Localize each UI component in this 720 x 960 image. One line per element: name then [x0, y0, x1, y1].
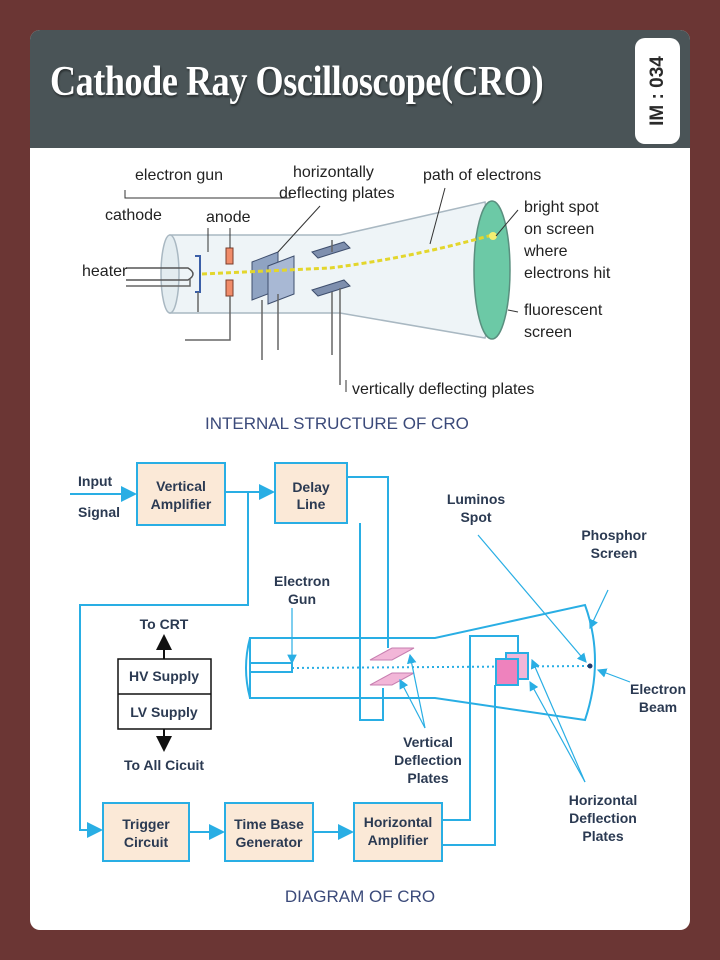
id-badge: IM : 034 — [635, 38, 680, 144]
label-time-base-1: Time Base — [234, 816, 304, 832]
label-vertical-deflection-2: Deflection — [394, 752, 462, 768]
header-bar: Cathode Ray Oscilloscope(CRO) IM : 034 — [30, 30, 690, 148]
label-on-screen: on screen — [524, 221, 594, 238]
horizontal-amplifier-box — [353, 802, 443, 862]
signal-wires — [70, 476, 519, 846]
anode-bottom — [225, 279, 234, 297]
electron-path — [201, 233, 493, 276]
label-horizontal-amplifier-1: Horizontal — [364, 814, 432, 830]
label-bright-spot: bright spot — [524, 199, 599, 216]
horizontal-deflection-plate-front — [495, 658, 519, 686]
label-hv-supply: HV Supply — [129, 668, 199, 684]
label-deflecting-plates: deflecting plates — [279, 185, 395, 202]
label-to-all-circuit: To All Cicuit — [124, 757, 204, 773]
label-horizontal-deflection-2: Deflection — [569, 810, 637, 826]
crt-structure — [124, 187, 519, 392]
tube-back — [160, 234, 180, 314]
label-luminos-spot-2: Spot — [460, 509, 491, 525]
label-horizontal-deflection-1: Horizontal — [569, 792, 637, 808]
label-horizontally: horizontally — [293, 164, 374, 181]
label-luminos-spot-1: Luminos — [447, 491, 506, 507]
anode-top — [225, 247, 234, 265]
pointer-lines — [287, 534, 631, 783]
label-where: where — [523, 243, 568, 260]
label-cathode: cathode — [105, 207, 162, 224]
label-electron-gun-2: Gun — [288, 591, 316, 607]
label-electron-beam-2: Beam — [639, 699, 677, 715]
fluorescent-screen — [473, 200, 511, 340]
label-phosphor-screen-1: Phosphor — [581, 527, 647, 543]
diagram-canvas: electron gun horizontally deflecting pla… — [70, 164, 686, 906]
vertical-amplifier-box — [136, 462, 226, 526]
heater-filament — [126, 267, 194, 281]
label-signal: Signal — [78, 504, 120, 520]
label-electron-gun-1: Electron — [274, 573, 330, 589]
time-base-generator-box — [224, 802, 314, 862]
electron-beam — [291, 665, 591, 669]
block-labels: Input Signal Vertical Amplifier Delay Li… — [78, 473, 686, 906]
crt-outline — [249, 603, 596, 722]
structure-labels: electron gun horizontally deflecting pla… — [82, 164, 611, 433]
bright-spot — [489, 232, 497, 240]
caption-internal-structure: INTERNAL STRUCTURE OF CRO — [205, 414, 469, 433]
label-lv-supply: LV Supply — [130, 704, 198, 720]
label-horizontal-amplifier-2: Amplifier — [368, 832, 429, 848]
label-electrons-hit: electrons hit — [524, 265, 611, 282]
label-electron-gun: electron gun — [135, 167, 223, 184]
label-vertical-deflection-1: Vertical — [403, 734, 453, 750]
label-time-base-2: Generator — [236, 834, 303, 850]
label-anode: anode — [206, 209, 251, 226]
label-to-crt: To CRT — [140, 616, 189, 632]
page-title: Cathode Ray Oscilloscope(CRO) — [50, 59, 544, 105]
vertical-plate-bottom — [311, 279, 351, 297]
label-input: Input — [78, 473, 113, 489]
block-diagram — [70, 462, 631, 862]
horizontal-plate-2 — [267, 255, 295, 305]
label-trigger-circuit-2: Circuit — [124, 834, 169, 850]
luminous-spot-dot — [587, 663, 593, 669]
vertical-deflection-plate-top — [369, 647, 415, 661]
electron-gun-tube — [250, 662, 293, 673]
label-heater: heater — [82, 263, 128, 280]
label-fluorescent: fluorescent — [524, 302, 603, 319]
label-trigger-circuit-1: Trigger — [122, 816, 170, 832]
vertical-deflection-plate-bottom — [369, 672, 415, 686]
card: Cathode Ray Oscilloscope(CRO) IM : 034 — [30, 30, 690, 930]
label-vertical-amplifier-1: Vertical — [156, 478, 206, 494]
label-vertical-amplifier-2: Amplifier — [151, 496, 212, 512]
trigger-circuit-box — [102, 802, 190, 862]
label-delay-line-2: Line — [297, 496, 326, 512]
caption-diagram: DIAGRAM OF CRO — [285, 887, 435, 906]
label-path-of-electrons: path of electrons — [423, 167, 541, 184]
label-vertical-deflection-3: Plates — [407, 770, 448, 786]
label-horizontal-deflection-3: Plates — [582, 828, 623, 844]
label-vertical-plates: vertically deflecting plates — [352, 381, 534, 398]
leader-lines — [124, 187, 519, 392]
vertical-plate-top — [311, 241, 351, 259]
crt-back — [245, 637, 251, 699]
delay-line-box — [274, 462, 348, 524]
label-phosphor-screen-2: Screen — [591, 545, 638, 561]
label-screen: screen — [524, 324, 572, 341]
lead-wires — [126, 240, 341, 385]
label-delay-line-1: Delay — [292, 479, 330, 495]
label-electron-beam-1: Electron — [630, 681, 686, 697]
